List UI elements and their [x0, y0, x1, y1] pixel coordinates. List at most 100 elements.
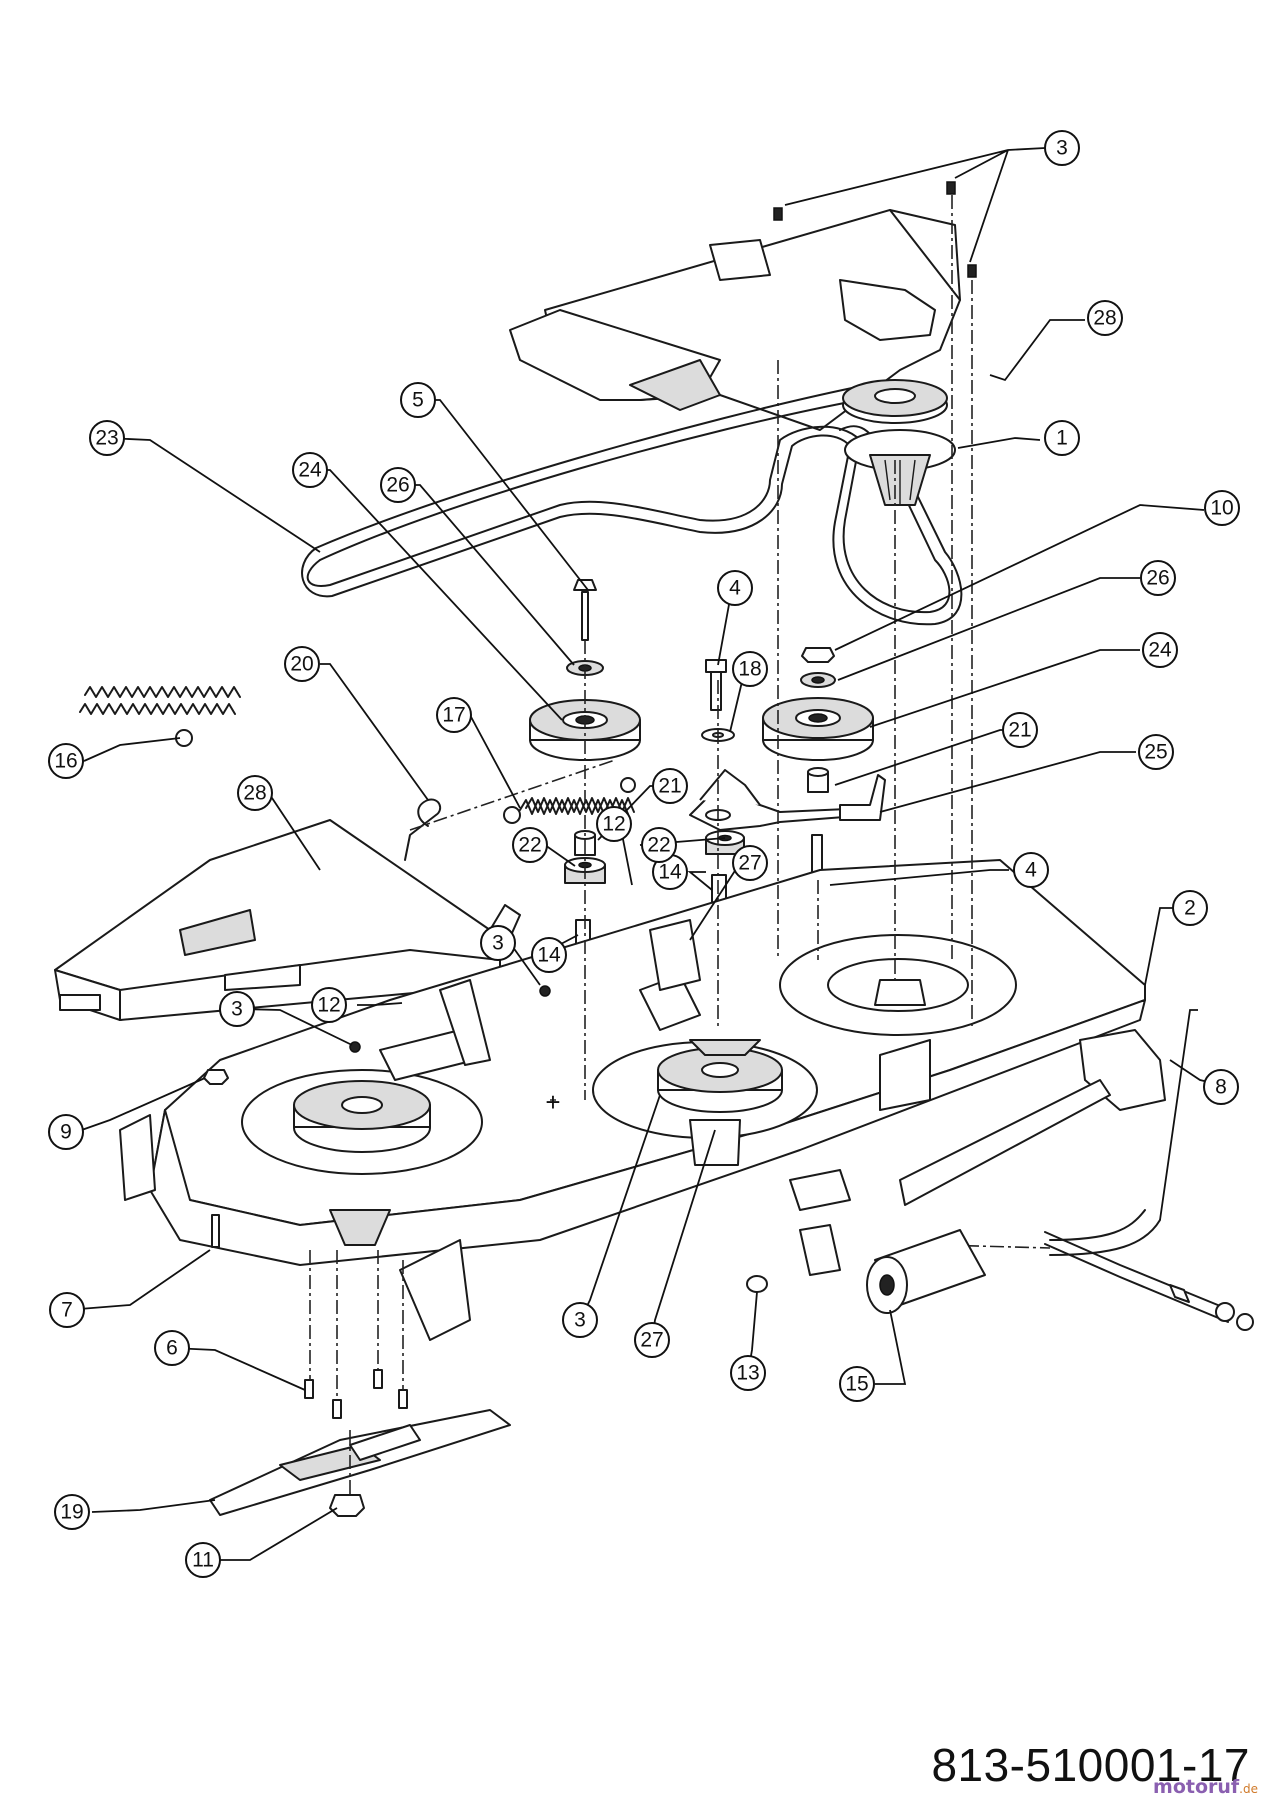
svg-text:25: 25	[1144, 741, 1167, 764]
bolt-4-upper	[705, 659, 727, 711]
callout-25: 25	[1138, 734, 1174, 770]
callout-24-left: 24	[292, 452, 328, 488]
callout-26-left: 26	[380, 467, 416, 503]
svg-text:24: 24	[298, 459, 322, 482]
callout-19: 19	[54, 1494, 90, 1530]
callout-9: 9	[48, 1114, 84, 1150]
svg-text:6: 6	[166, 1337, 178, 1360]
front-bar	[939, 1209, 1254, 1331]
callout-26-right: 26	[1140, 560, 1176, 596]
svg-text:21: 21	[658, 775, 681, 798]
svg-text:20: 20	[290, 653, 313, 676]
callout-21-left: 21	[652, 768, 688, 804]
svg-text:18: 18	[738, 658, 761, 681]
bolt-7	[211, 1214, 220, 1248]
side-bracket	[119, 1114, 156, 1201]
belt-cover-right	[509, 209, 961, 431]
svg-text:7: 7	[61, 1299, 73, 1322]
callout-17: 17	[436, 697, 472, 733]
svg-text:4: 4	[729, 577, 741, 600]
svg-text:3: 3	[231, 998, 243, 1021]
callout-27-upper: 27	[732, 845, 768, 881]
screw-3-top-b	[946, 181, 956, 195]
callout-6: 6	[154, 1330, 190, 1366]
svg-text:14: 14	[658, 861, 682, 884]
callout-28-left: 28	[237, 775, 273, 811]
svg-text:3: 3	[574, 1309, 586, 1332]
svg-text:9: 9	[60, 1121, 72, 1144]
svg-text:27: 27	[738, 852, 761, 875]
spacer-21-right	[807, 767, 829, 793]
callout-11: 11	[185, 1542, 221, 1578]
svg-text:21: 21	[1008, 719, 1031, 742]
callout-24-right: 24	[1142, 632, 1178, 668]
roller	[866, 1229, 986, 1314]
spindle-assembly-top	[842, 379, 956, 506]
svg-text:12: 12	[317, 994, 340, 1017]
nut-9	[203, 1069, 229, 1085]
callout-20: 20	[284, 646, 320, 682]
bolt-6-set	[304, 1369, 408, 1419]
callout-23: 23	[89, 420, 125, 456]
callout-22-left: 22	[512, 827, 548, 863]
callout-3-left: 3	[219, 991, 255, 1027]
watermark-logo: motoruf.de	[1153, 1776, 1258, 1798]
callout-3-bottom: 3	[562, 1302, 598, 1338]
nut-11	[329, 1494, 365, 1517]
callout-5: 5	[400, 382, 436, 418]
rear-hanger	[789, 1029, 1166, 1276]
callout-4-lower: 4	[1013, 852, 1049, 888]
svg-text:27: 27	[640, 1329, 663, 1352]
svg-text:3: 3	[492, 932, 504, 955]
drive-belt	[301, 387, 963, 626]
callout-4-upper: 4	[717, 570, 753, 606]
callout-3-top: 3	[1044, 130, 1080, 166]
bearing-right	[800, 672, 836, 688]
svg-text:19: 19	[60, 1501, 83, 1524]
svg-text:28: 28	[243, 782, 266, 805]
callout-10: 10	[1204, 490, 1240, 526]
svg-text:26: 26	[1146, 567, 1169, 590]
svg-text:24: 24	[1148, 639, 1172, 662]
watermark-text: motoruf	[1153, 1776, 1240, 1798]
assembly-centerlines	[309, 195, 973, 1495]
svg-text:16: 16	[54, 750, 77, 773]
spring-16	[79, 686, 241, 747]
callout-22-right: 22	[641, 827, 677, 863]
spindle-pulley-center	[657, 1039, 783, 1166]
svg-text:23: 23	[95, 427, 118, 450]
svg-text:4: 4	[1025, 859, 1037, 882]
callout-21-right: 21	[1002, 712, 1038, 748]
blade	[209, 1409, 511, 1516]
hook-20	[404, 798, 442, 861]
callout-15: 15	[839, 1366, 875, 1402]
screw-3-top-a	[773, 207, 783, 221]
callout-12-upper: 12	[596, 806, 632, 842]
svg-text:15: 15	[845, 1373, 868, 1396]
deck-bracket-center	[639, 919, 701, 1031]
callout-2: 2	[1172, 890, 1208, 926]
watermark-suffix: .de	[1239, 1782, 1258, 1796]
svg-text:28: 28	[1093, 307, 1116, 330]
callout-18: 18	[732, 651, 768, 687]
callout-1: 1	[1044, 420, 1080, 456]
svg-text:1: 1	[1056, 427, 1068, 450]
svg-text:12: 12	[602, 813, 625, 836]
washer-13	[746, 1275, 768, 1293]
svg-text:+: +	[545, 1087, 560, 1117]
svg-text:3: 3	[1056, 137, 1068, 160]
spring-17	[503, 777, 636, 824]
bolt-5	[573, 579, 597, 641]
svg-text:8: 8	[1215, 1076, 1227, 1099]
spindle-pulley-left	[293, 1080, 431, 1246]
deck-bracket-right	[879, 1039, 931, 1111]
nut-10	[801, 647, 835, 663]
screw-3-left	[349, 1041, 361, 1053]
svg-text:11: 11	[192, 1549, 214, 1572]
screw-3-top-c	[967, 264, 977, 278]
callout-8: 8	[1203, 1069, 1239, 1105]
belt-cover-left	[54, 819, 521, 1021]
callout-28-top: 28	[1087, 300, 1123, 336]
svg-text:5: 5	[412, 389, 424, 412]
front-bracket	[399, 1239, 471, 1341]
